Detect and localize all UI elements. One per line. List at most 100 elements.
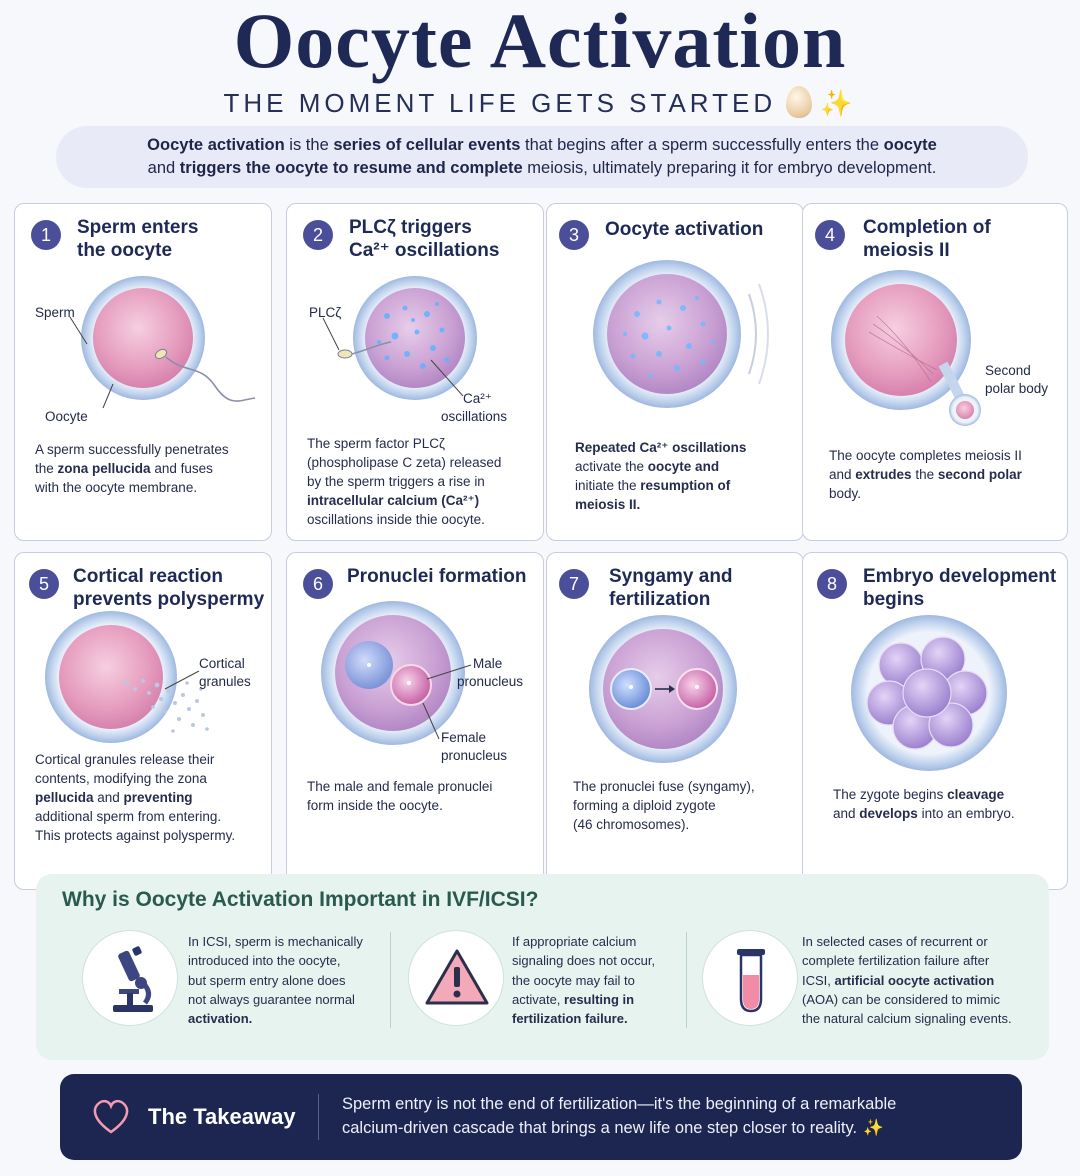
- activation-wave: [758, 283, 769, 385]
- label-second: Second: [985, 363, 1031, 378]
- nucleolus: [367, 663, 371, 667]
- step-description: Cortical granules release their contents…: [35, 752, 236, 843]
- step-number-badge: 3: [559, 220, 589, 250]
- step-description: Repeated Ca²⁺ oscillations activate the …: [575, 440, 747, 512]
- oocyte-cytoplasm: [59, 625, 163, 729]
- sperm-tail: [165, 356, 256, 402]
- oocyte-cytoplasm: [607, 274, 727, 394]
- step-number-badge: 2: [303, 220, 333, 250]
- subtitle-text: THE MOMENT LIFE GETS STARTED: [223, 88, 777, 118]
- divider: [318, 1094, 319, 1140]
- why-col-3-text: In selected cases of recurrent or comple…: [802, 934, 1012, 1027]
- sparkle-icon: ✨: [863, 1119, 884, 1137]
- oocyte-leader: [102, 383, 114, 409]
- step-description: The oocyte completes meiosis II and extr…: [829, 448, 1022, 501]
- step-description: The male and female pronuclei form insid…: [307, 779, 493, 813]
- step-number-badge: 7: [559, 569, 589, 599]
- step-card-6: 6 Pronuclei formation Male pronucleus Fe…: [286, 552, 544, 890]
- sperm-head: [337, 349, 353, 359]
- test-tube-icon: [702, 930, 798, 1026]
- egg-icon: [786, 86, 813, 118]
- sperm-entry-illustration: [69, 276, 256, 409]
- fusion-arrow-head: [669, 685, 675, 693]
- microscope-icon: [82, 930, 178, 1026]
- embryo-illustration: [851, 615, 1007, 771]
- label-granules: granules: [199, 674, 251, 689]
- label-sperm: Sperm: [35, 305, 75, 320]
- step-description: The sperm factor PLCζ (phospholipase C z…: [307, 436, 502, 527]
- why-important-panel: Why is Oocyte Activation Important in IV…: [36, 874, 1049, 1060]
- label-male-pronucleus: pronucleus: [457, 674, 524, 689]
- meiotic-spindle: [868, 315, 938, 383]
- sperm-leader: [69, 316, 88, 345]
- pronuclei-illustration: [321, 601, 472, 745]
- intro-banner: Oocyte activation is the series of cellu…: [56, 126, 1028, 188]
- calcium-dots: [377, 302, 450, 369]
- step-description: The zygote begins cleavage and develops …: [833, 787, 1015, 821]
- step-card-3: 3 Oocyte activation Repeated Ca²⁺ oscill…: [546, 203, 804, 541]
- label-polar-body: polar body: [985, 381, 1049, 396]
- sperm-tail: [351, 341, 392, 355]
- takeaway-title: The Takeaway: [148, 1104, 296, 1129]
- nucleolus: [407, 681, 411, 685]
- label-female: Female: [441, 730, 487, 745]
- step-description: A sperm successfully penetrates the zona…: [35, 442, 229, 495]
- page-subtitle: THE MOMENT LIFE GETS STARTED ✨: [0, 86, 1080, 118]
- why-col-2-text: If appropriate calcium signaling does no…: [512, 934, 656, 1027]
- step-title: Pronuclei formation: [347, 566, 527, 587]
- page-title: Oocyte Activation: [233, 0, 847, 84]
- nucleolus: [629, 685, 633, 689]
- female-leader: [422, 702, 440, 740]
- label-calcium: Ca²⁺: [463, 391, 492, 406]
- calcium-dots: [623, 296, 715, 378]
- takeaway-banner: The Takeaway Sperm entry is not the end …: [60, 1074, 1022, 1160]
- intro-line-1: Oocyte activation is the series of cellu…: [147, 136, 937, 154]
- label-cortical: Cortical: [199, 656, 245, 671]
- oocyte-cytoplasm: [365, 288, 465, 388]
- male-leader: [426, 664, 472, 680]
- male-pronucleus: [390, 664, 432, 706]
- cortical-granules: [125, 679, 209, 733]
- oocyte-activation-illustration: [593, 260, 769, 408]
- plc-leader: [322, 317, 340, 351]
- step-number-badge: 8: [817, 569, 847, 599]
- meiosis-illustration: [831, 270, 981, 426]
- label-plc-zeta: PLCζ: [309, 305, 342, 320]
- nucleolus: [695, 685, 699, 689]
- takeaway-text: Sperm entry is not the end of fertilizat…: [342, 1095, 897, 1137]
- step-number-badge: 1: [31, 220, 61, 250]
- oocyte-cytoplasm: [93, 288, 193, 388]
- blastomeres: [866, 636, 988, 750]
- sparkle-icon: ✨: [820, 88, 857, 118]
- intro-line-2: and triggers the oocyte to resume and co…: [147, 159, 937, 177]
- divider: [686, 932, 687, 1028]
- divider: [390, 932, 391, 1028]
- syngamy-illustration: [589, 615, 737, 763]
- warning-icon: [408, 930, 504, 1026]
- step-title: Oocyte activation: [605, 219, 764, 240]
- second-polar-body: [956, 401, 974, 419]
- step-description: The pronuclei fuse (syngamy), forming a …: [573, 779, 755, 832]
- label-male: Male: [473, 656, 503, 671]
- why-title: Why is Oocyte Activation Important in IV…: [62, 888, 539, 911]
- label-female-pronucleus: pronucleus: [441, 748, 508, 763]
- oocyte-cytoplasm: [845, 284, 957, 396]
- heart-icon: [90, 1098, 132, 1141]
- cortical-reaction-illustration: [45, 611, 209, 743]
- calcium-oscillation-illustration: [322, 276, 477, 400]
- label-oscillations: oscillations: [441, 409, 508, 424]
- why-col-1-text: In ICSI, sperm is mechanically introduce…: [188, 934, 363, 1027]
- step-number-badge: 6: [303, 569, 333, 599]
